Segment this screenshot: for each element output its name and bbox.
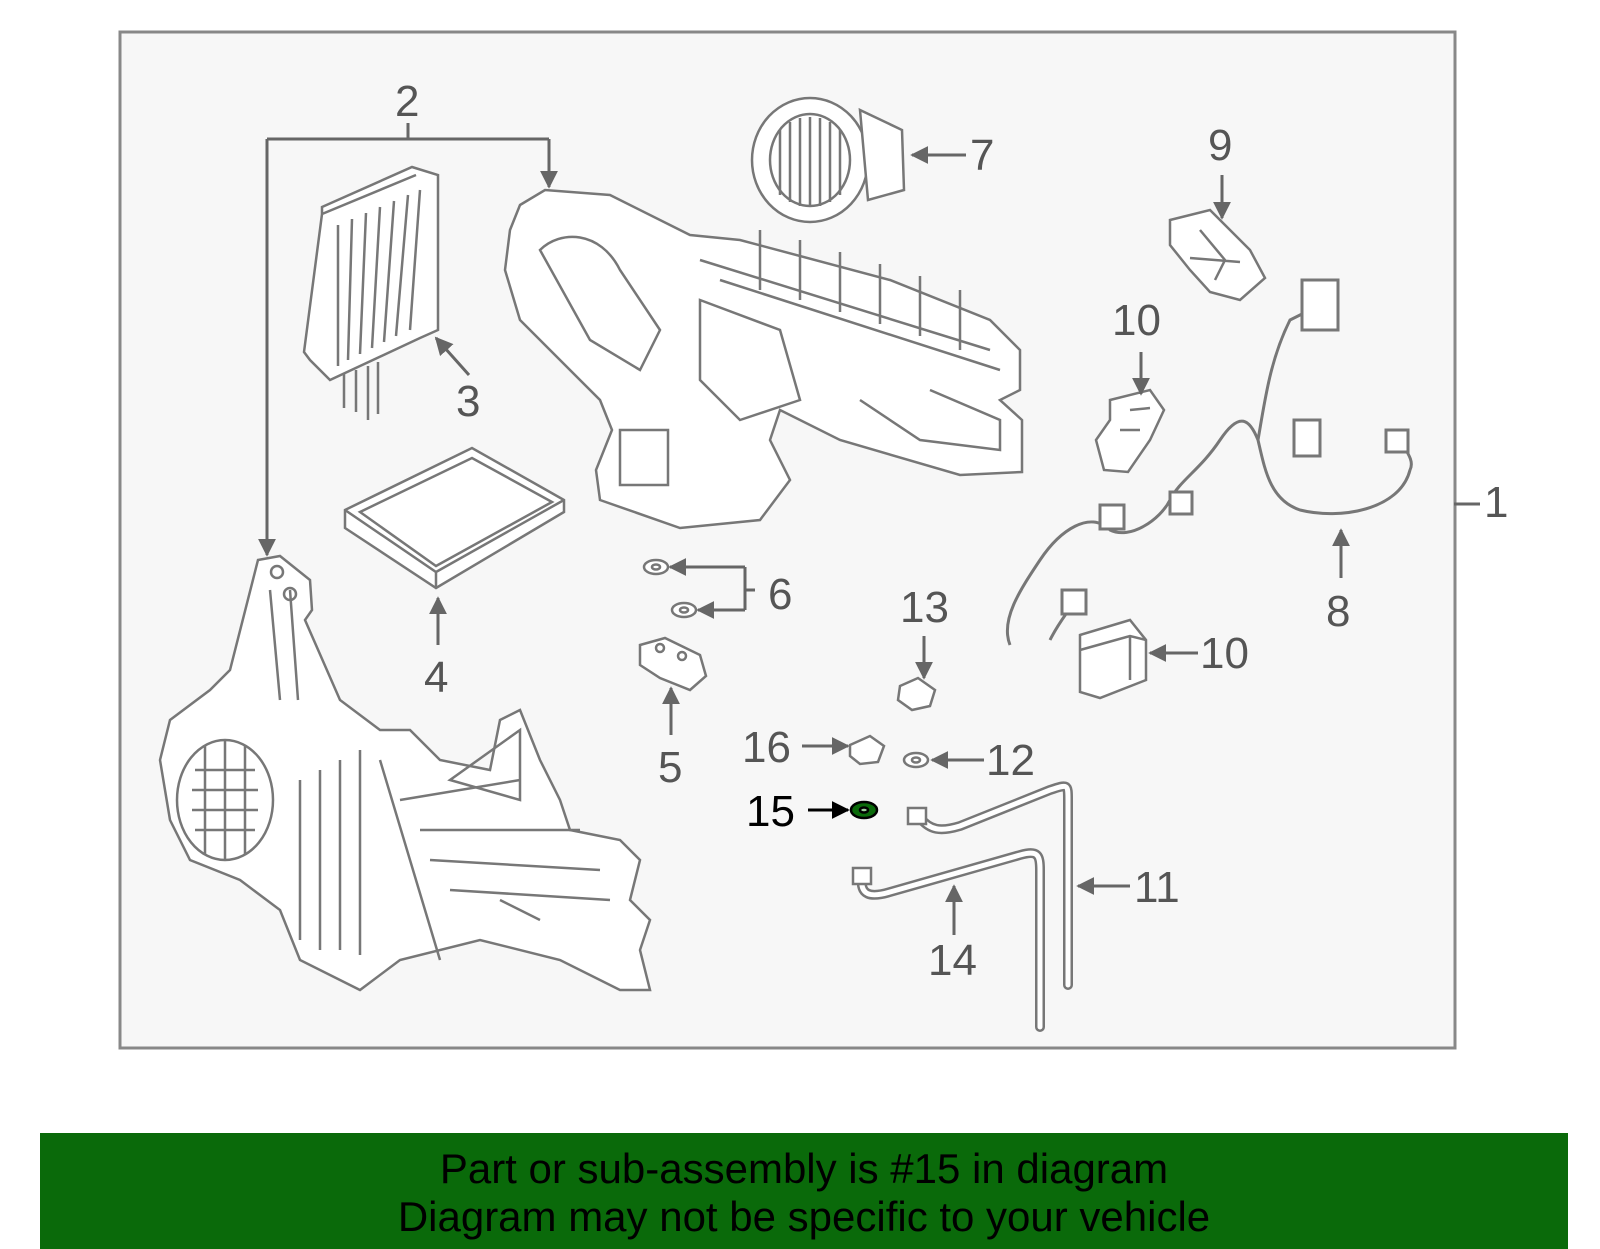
part-6-o-rings — [642, 558, 698, 619]
banner-line-2: Diagram may not be specific to your vehi… — [397, 1193, 1211, 1240]
callout-9: 9 — [1208, 121, 1232, 170]
bracket-part-2 — [258, 123, 558, 557]
callout-10-upper: 10 — [1112, 296, 1161, 345]
upper-hvac-case — [503, 188, 1024, 530]
callout-14: 14 — [928, 936, 977, 985]
line-fittings — [851, 806, 928, 886]
info-banner: Part or sub-assembly is #15 in diagram D… — [40, 1133, 1568, 1249]
part-12-o-ring — [902, 751, 930, 769]
callout-2: 2 — [395, 77, 419, 126]
part-11-line-inner — [917, 783, 1071, 988]
callout-3: 3 — [456, 377, 480, 426]
callout-11: 11 — [1134, 863, 1180, 912]
callout-10-lower: 10 — [1200, 629, 1249, 678]
part-9-actuator — [1168, 208, 1267, 302]
lower-hvac-case — [158, 554, 652, 992]
part-15-o-ring-highlighted — [849, 800, 879, 820]
part-10-lower-module — [1078, 618, 1148, 700]
part-3-evaporator-core — [302, 165, 440, 420]
banner-line-1: Part or sub-assembly is #15 in diagram — [439, 1145, 1169, 1192]
callout-4: 4 — [424, 653, 448, 702]
part-8-wiring-harness — [1005, 278, 1413, 646]
callout-7: 7 — [970, 131, 994, 180]
part-5-expansion-valve — [638, 636, 708, 692]
callout-8: 8 — [1326, 587, 1350, 636]
part-4-cabin-filter — [343, 446, 566, 590]
leader-part-6 — [668, 558, 755, 619]
callout-5: 5 — [658, 743, 682, 792]
callout-13: 13 — [900, 583, 949, 632]
leader-lines — [429, 146, 1480, 935]
part-16-clip — [848, 734, 886, 766]
callout-1: 1 — [1484, 478, 1508, 527]
part-10-upper-actuator — [1094, 388, 1166, 474]
part-14-line-inner — [859, 850, 1043, 1030]
callout-15: 15 — [746, 787, 795, 836]
callout-12: 12 — [986, 736, 1035, 785]
callout-16: 16 — [742, 723, 791, 772]
part-7-blower-motor — [750, 96, 906, 224]
callout-6: 6 — [768, 570, 792, 619]
